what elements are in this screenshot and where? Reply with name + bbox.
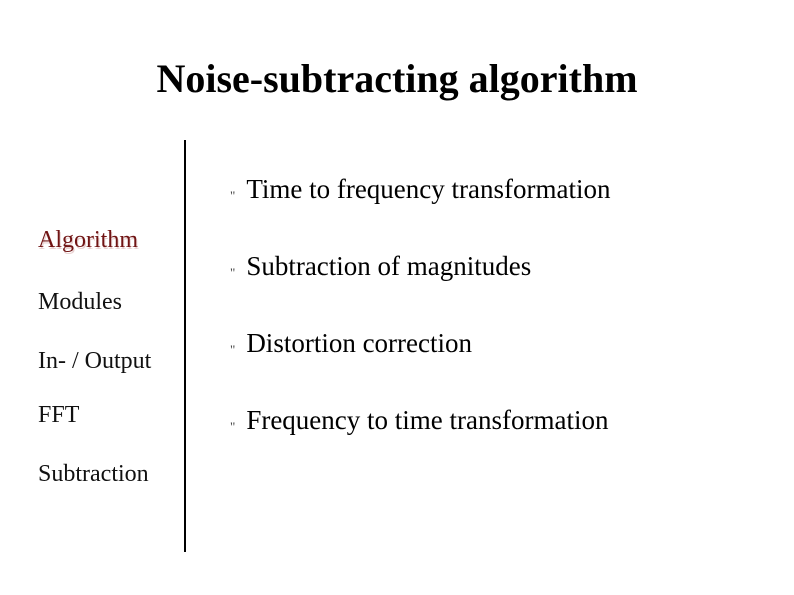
sidebar-item-fft[interactable]: FFT [38, 402, 80, 428]
bullet-text: Frequency to time transformation [246, 405, 609, 435]
divider-line [184, 140, 186, 552]
sidebar-item-algorithm[interactable]: Algorithm [38, 227, 138, 253]
bullet-marker-icon: " [230, 342, 236, 357]
sidebar-item-subtraction[interactable]: Subtraction [38, 461, 149, 487]
bullet-text: Distortion correction [246, 328, 473, 358]
bullet-marker-icon: " [230, 419, 236, 434]
bullet-text: Subtraction of magnitudes [246, 251, 532, 281]
bullet-item: " Time to frequency transformation [230, 174, 610, 205]
bullet-item: " Distortion correction [230, 328, 472, 359]
bullet-item: " Frequency to time transformation [230, 405, 608, 436]
bullet-marker-icon: " [230, 188, 236, 203]
sidebar-item-modules[interactable]: Modules [38, 289, 122, 315]
bullet-text: Time to frequency transformation [246, 174, 611, 204]
slide-title: Noise-subtracting algorithm [156, 55, 638, 101]
sidebar-item-in-output[interactable]: In- / Output [38, 348, 152, 374]
bullet-item: " Subtraction of magnitudes [230, 251, 531, 282]
bullet-marker-icon: " [230, 265, 236, 280]
